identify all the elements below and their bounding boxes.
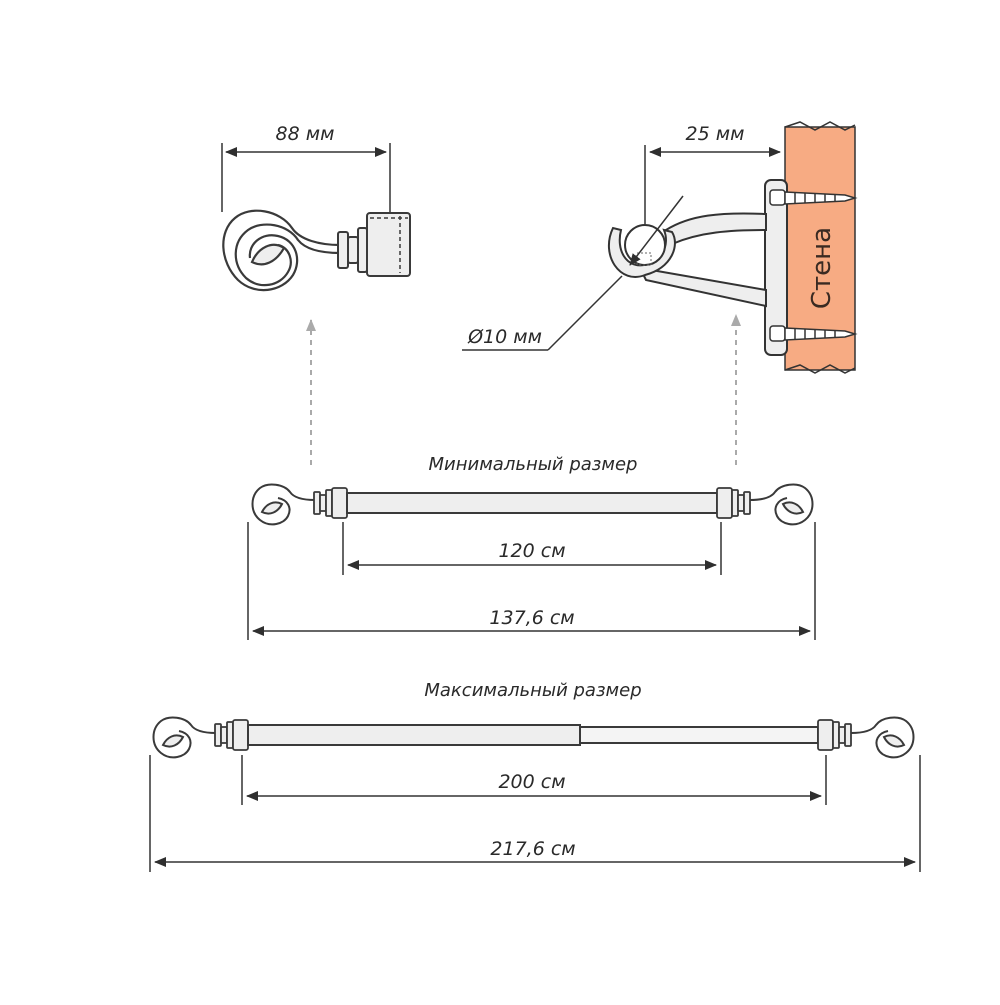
wall-label: Стена xyxy=(807,227,837,309)
min-config: Минимальный размер 120 см xyxy=(247,454,816,640)
bracket-plate xyxy=(764,179,788,356)
bracket-arm xyxy=(638,212,767,308)
max-config: Максимальный размер 200 с xyxy=(149,680,921,872)
screw-icon xyxy=(769,189,858,206)
min-rod-length-label: 120 см xyxy=(498,540,565,562)
finial-width-label: 88 мм xyxy=(276,123,335,145)
diameter-leader-top xyxy=(629,195,684,266)
finial-detail: 88 мм xyxy=(221,123,411,465)
max-rod-length-label: 200 см xyxy=(498,771,565,793)
diameter-leader xyxy=(547,275,623,351)
max-rod-outer xyxy=(247,724,581,746)
max-rod-inner xyxy=(579,726,819,744)
max-right-finial-icon xyxy=(850,716,915,759)
screw-icon xyxy=(769,325,858,342)
min-left-finial-icon xyxy=(251,483,316,526)
max-config-title: Максимальный размер xyxy=(424,680,641,701)
min-config-title: Минимальный размер xyxy=(429,454,638,475)
diameter-label: Ø10 мм xyxy=(467,326,542,348)
min-rod xyxy=(346,492,718,514)
min-right-cap xyxy=(716,487,751,519)
max-left-cap xyxy=(214,719,249,751)
max-left-finial-icon xyxy=(152,716,217,759)
bracket-detail: Стена 25 мм Ø10 мм xyxy=(462,121,858,465)
min-left-cap xyxy=(313,487,348,519)
finial-scroll-icon xyxy=(222,209,341,292)
max-right-cap xyxy=(817,719,852,751)
min-right-finial-icon xyxy=(749,483,814,526)
finial-cap xyxy=(337,212,411,277)
bracket-offset-label: 25 мм xyxy=(686,123,745,145)
max-total-length-label: 217,6 см xyxy=(490,838,575,860)
min-total-length-label: 137,6 см xyxy=(489,607,574,629)
wall: Стена xyxy=(784,121,856,374)
